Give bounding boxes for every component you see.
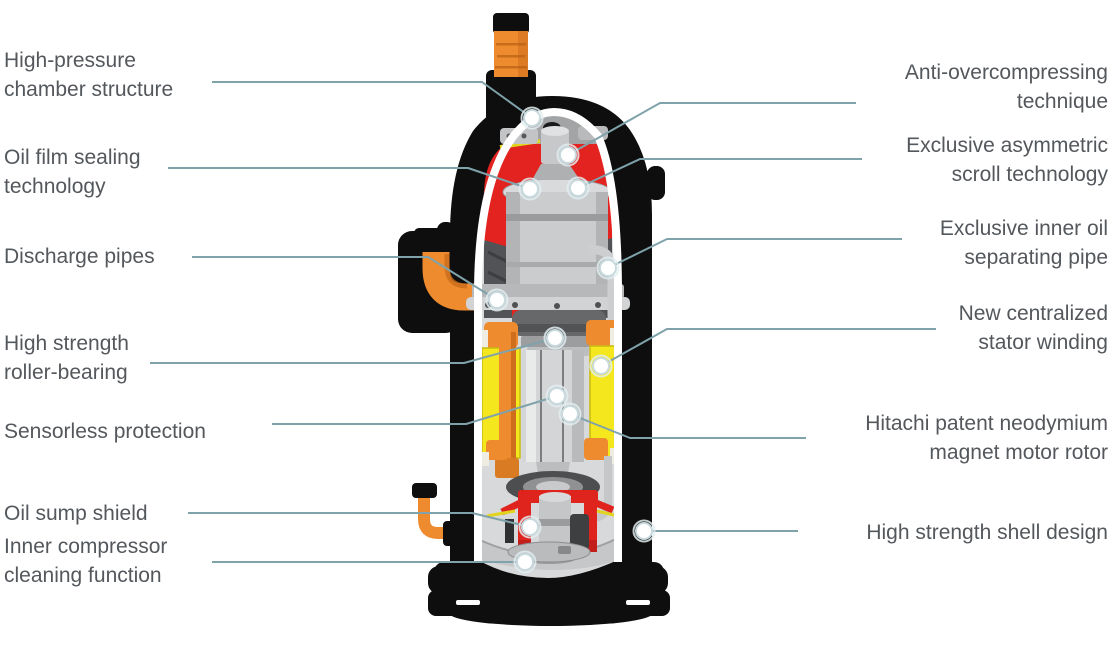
dot-inner-compressor-cleaning-function [513, 550, 537, 574]
label-high-strength-shell-design: High strength shell design [866, 521, 1108, 544]
bearing-frame-flange [472, 284, 624, 299]
leader-anti-overcompressing-technique [567, 102, 856, 156]
check-valve [532, 164, 580, 180]
leader-sensorless-protection [272, 395, 558, 425]
leader-oil-film-sealing-technology [168, 167, 531, 190]
dot-high-strength-shell-design [632, 519, 656, 543]
label-new-centralized-stator-winding: New centralized stator winding [958, 302, 1108, 354]
dot-anti-overcompressing-technique [556, 143, 580, 167]
label-oil-sump-shield: Oil sump shield [4, 502, 148, 525]
leader-high-strength-roller-bearing [150, 337, 556, 364]
label-sensorless-protection: Sensorless protection [4, 420, 206, 443]
label-high-pressure-chamber-structure: High-pressure chamber structure [4, 49, 174, 101]
dot-high-pressure-chamber-structure [520, 106, 544, 130]
dot-sensorless-protection [545, 384, 569, 408]
label-exclusive-asymmetric-scroll-technology: Exclusive asymmetric scroll technology [906, 134, 1108, 186]
label-exclusive-inner-oil-separating-pipe: Exclusive inner oil separating pipe [939, 217, 1108, 269]
dot-high-strength-roller-bearing [543, 326, 567, 350]
leader-exclusive-inner-oil-separating-pipe [607, 238, 902, 269]
dot-new-centralized-stator-winding [589, 354, 613, 378]
leader-oil-sump-shield [188, 512, 531, 528]
dot-oil-sump-shield [518, 515, 542, 539]
leader-hitachi-patent-rotor [569, 413, 806, 439]
bottom-oil-pipe [412, 483, 467, 558]
shell-right-lip [647, 166, 665, 200]
dot-exclusive-inner-oil-separating-pipe [596, 256, 620, 280]
dot-oil-film-sealing-technology [518, 177, 542, 201]
label-discharge-pipes: Discharge pipes [4, 245, 155, 268]
leader-new-centralized-stator-winding [600, 328, 936, 367]
cutaway-edge [474, 107, 622, 562]
leader-exclusive-asymmetric-scroll-technology [577, 158, 862, 189]
dot-hitachi-patent-rotor [558, 402, 582, 426]
dot-discharge-pipes [485, 288, 509, 312]
leader-high-pressure-chamber-structure [212, 81, 533, 119]
leader-lines [150, 81, 936, 563]
label-hitachi-patent-neodymium-magnet-motor-rotor: Hitachi patent neodymium magnet motor ro… [865, 412, 1108, 464]
label-high-strength-roller-bearing: High strength roller-bearing [4, 332, 129, 384]
label-anti-overcompressing-technique: Anti-overcompressing technique [904, 61, 1108, 113]
label-inner-compressor-cleaning-function: Inner compressor cleaning function [4, 535, 168, 587]
callout-dots [485, 106, 656, 574]
leader-discharge-pipes [192, 256, 498, 301]
dot-exclusive-asymmetric-scroll-technology [566, 176, 590, 200]
label-oil-film-sealing-technology: Oil film sealing technology [4, 146, 141, 198]
